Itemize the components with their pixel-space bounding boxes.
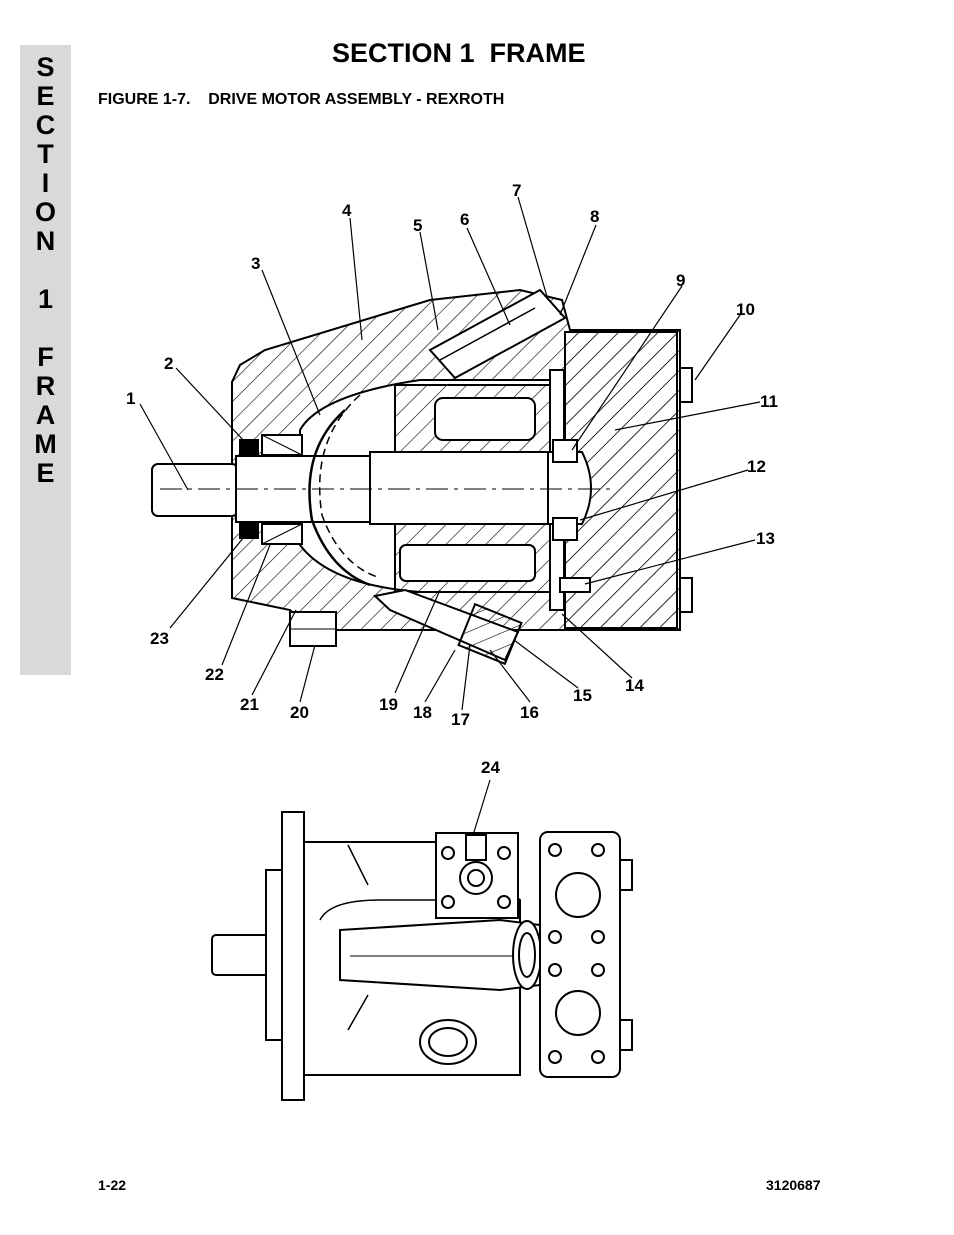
side-tab-letter: I <box>41 168 50 198</box>
callout-label: 4 <box>342 201 352 220</box>
callout-label: 8 <box>590 207 599 226</box>
section-side-tab: S E C T I O N 1 F R A M E <box>20 45 71 675</box>
callout-label: 6 <box>460 210 469 229</box>
figure-title: FIGURE 1-7. DRIVE MOTOR ASSEMBLY - REXRO… <box>98 91 505 108</box>
side-tab-letter: F <box>37 342 54 372</box>
callout-label: 18 <box>413 703 432 722</box>
section-title: SECTION 1 FRAME <box>332 38 586 68</box>
side-tab-letter: E <box>36 458 55 488</box>
callout-label: 21 <box>240 695 259 714</box>
leader-lines <box>139 196 761 846</box>
callout-label: 3 <box>251 254 260 273</box>
side-tab-letter: O <box>34 197 56 227</box>
callout-label: 19 <box>379 695 398 714</box>
callout-label: 2 <box>164 354 173 373</box>
side-tab-letter: 1 <box>37 284 54 314</box>
side-tab-letter: A <box>35 400 56 430</box>
side-tab-letter: T <box>37 139 54 169</box>
callout-label: 20 <box>290 703 309 722</box>
side-tab-letter: N <box>35 226 56 256</box>
sectional-view <box>151 288 693 666</box>
callout-label: 14 <box>625 676 644 695</box>
callout-label: 16 <box>520 703 539 722</box>
side-tab-letter: C <box>35 110 56 140</box>
callout-label: 11 <box>760 392 778 411</box>
document-number: 3120687 <box>766 1177 821 1193</box>
callout-label: 7 <box>512 181 521 200</box>
side-tab-letter: S <box>36 52 55 82</box>
callout-label: 23 <box>150 629 169 648</box>
side-tab-letter: M <box>34 429 57 459</box>
side-tab-letter: E <box>36 81 55 111</box>
callout-label: 24 <box>481 758 500 777</box>
callout-label: 9 <box>676 271 685 290</box>
callout-label: 5 <box>413 216 422 235</box>
callout-label: 13 <box>756 529 775 548</box>
callout-label: 22 <box>205 665 224 684</box>
callout-label: 12 <box>747 457 766 476</box>
external-view <box>211 811 633 1101</box>
callout-label: 10 <box>736 300 755 319</box>
callout-label: 17 <box>451 710 470 729</box>
page-number: 1-22 <box>98 1177 127 1193</box>
callout-labels: 1 2 3 4 5 6 7 8 9 10 11 12 13 14 15 16 1… <box>126 181 778 777</box>
callout-label: 15 <box>573 686 592 705</box>
callout-label: 1 <box>126 389 135 408</box>
side-tab-letter: R <box>35 371 56 401</box>
